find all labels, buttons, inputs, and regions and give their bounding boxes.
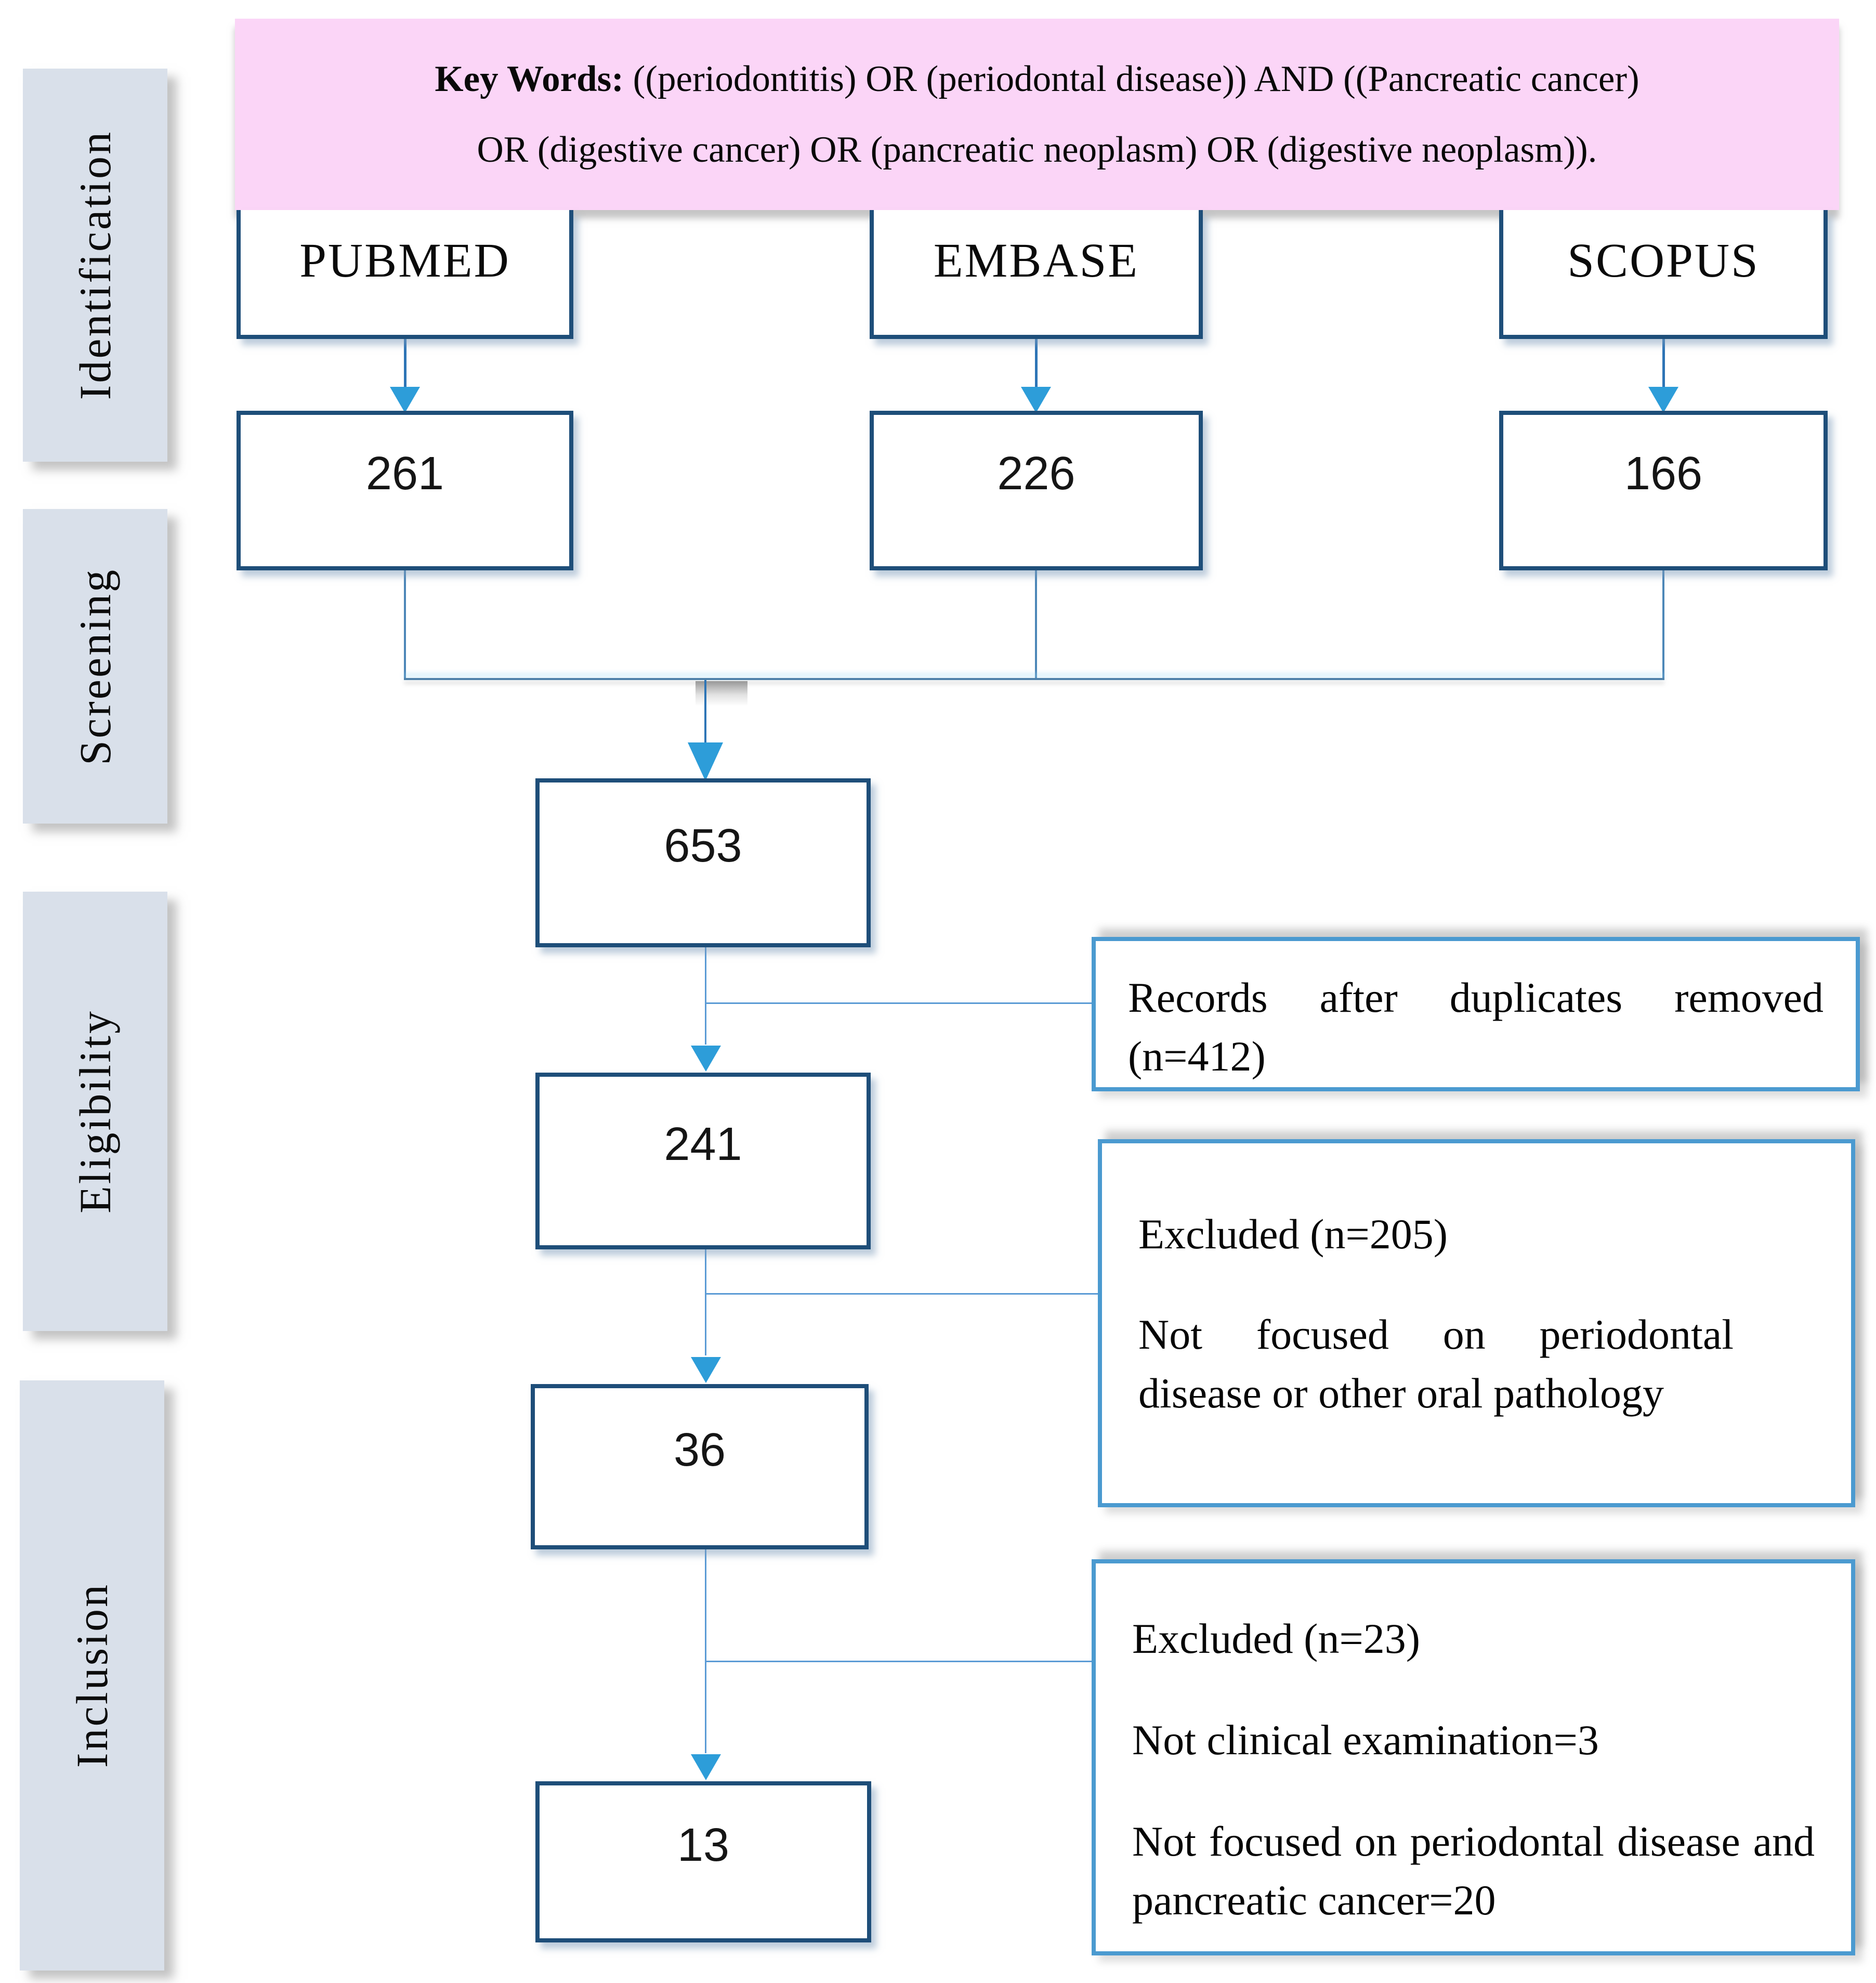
- connector-36-13: [705, 1549, 706, 1753]
- database-box-scopus: SCOPUS: [1499, 210, 1828, 339]
- note-excluded-23-reason1: Not clinical examination=3: [1132, 1716, 1599, 1764]
- keywords-banner: Key Words: ((periodontitis) OR (periodon…: [235, 19, 1839, 210]
- database-box-embase: EMBASE: [870, 210, 1203, 339]
- count-box-embase: 226: [870, 411, 1203, 570]
- count-box-included: 13: [535, 1781, 871, 1942]
- stage-label-screening: Screening: [70, 567, 120, 765]
- merge-connector-right: [1662, 570, 1664, 679]
- pubmed-arrow-down-icon: [390, 387, 420, 413]
- branch-excluded-23-line: [705, 1661, 1092, 1662]
- merge-arrow-stem: [704, 680, 706, 745]
- stage-box-eligibility: Eligibility: [23, 892, 167, 1331]
- note-excluded-205-reason: Not focused on periodontal disease or ot…: [1138, 1311, 1734, 1417]
- database-label-embase: EMBASE: [933, 233, 1139, 288]
- embase-arrow-stem: [1035, 339, 1038, 388]
- stage-box-identification: Identification: [23, 69, 167, 462]
- merge-horizontal-line: [404, 678, 1664, 680]
- branch-excluded-205-line: [705, 1293, 1098, 1295]
- count-box-scopus: 166: [1499, 411, 1828, 570]
- note-box-duplicates: Records after duplicates removed (n=412): [1092, 937, 1860, 1091]
- stage-label-identification: Identification: [70, 130, 120, 400]
- count-box-merged: 653: [535, 778, 871, 947]
- merge-connector-middle: [1035, 570, 1037, 679]
- note-duplicates-text: Records after duplicates removed (n=412): [1128, 974, 1823, 1080]
- merge-shadow-blob: [696, 681, 747, 706]
- stage-label-eligibility: Eligibility: [70, 1009, 120, 1214]
- embase-arrow-down-icon: [1021, 387, 1051, 413]
- note-box-excluded-screening: Excluded (n=205) Not focused on periodon…: [1098, 1139, 1855, 1507]
- stage-label-inclusion: Inclusion: [67, 1583, 117, 1768]
- pubmed-arrow-stem: [404, 339, 406, 388]
- note-excluded-205-title: Excluded (n=205): [1138, 1210, 1448, 1258]
- keywords-label: Key Words:: [435, 58, 624, 99]
- keywords-text: Key Words: ((periodontitis) OR (periodon…: [435, 44, 1639, 186]
- database-label-pubmed: PUBMED: [299, 233, 510, 288]
- stage-box-inclusion: Inclusion: [20, 1380, 164, 1971]
- keywords-line1: ((periodontitis) OR (periodontal disease…: [623, 58, 1639, 99]
- arrow-36-down-icon: [691, 1357, 721, 1383]
- scopus-arrow-stem: [1662, 339, 1665, 388]
- count-box-after-duplicates: 241: [535, 1073, 871, 1249]
- merge-connector-left: [404, 570, 406, 679]
- count-box-pubmed: 261: [237, 411, 573, 570]
- connector-241-36: [705, 1249, 706, 1355]
- branch-duplicates-line: [705, 1002, 1092, 1004]
- arrow-13-down-icon: [691, 1754, 721, 1780]
- scopus-arrow-down-icon: [1648, 387, 1678, 413]
- note-excluded-23-title: Excluded (n=23): [1132, 1615, 1421, 1662]
- keywords-line2: OR (digestive cancer) OR (pancreatic neo…: [477, 129, 1597, 170]
- arrow-241-down-icon: [691, 1046, 721, 1072]
- database-label-scopus: SCOPUS: [1567, 233, 1760, 288]
- note-box-excluded-eligibility: Excluded (n=23) Not clinical examination…: [1092, 1559, 1855, 1955]
- database-box-pubmed: PUBMED: [237, 210, 573, 339]
- stage-box-screening: Screening: [23, 509, 167, 824]
- count-box-eligible: 36: [531, 1384, 869, 1549]
- note-excluded-23-reason2: Not focused on periodontal disease and p…: [1132, 1818, 1815, 1924]
- merge-arrow-down-icon: [688, 742, 723, 781]
- connector-653-241: [705, 947, 706, 1045]
